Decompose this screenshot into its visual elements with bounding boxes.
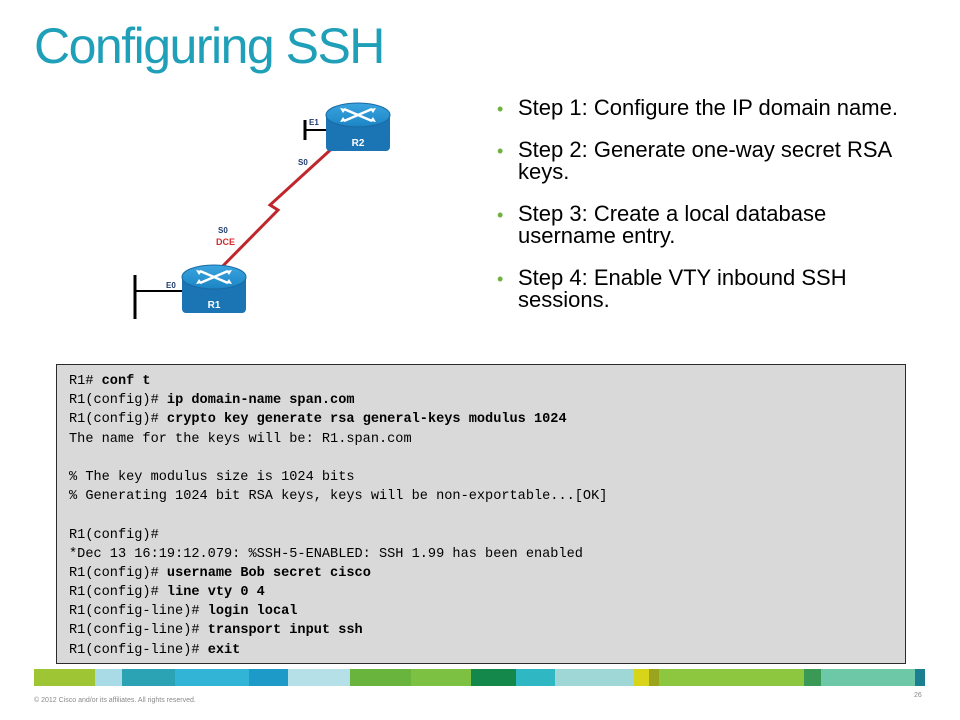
bullet-icon: • — [497, 141, 504, 161]
step-item: •Step 3: Create a local database usernam… — [497, 201, 827, 248]
r1-e0-label: E0 — [166, 281, 176, 290]
r2-s0-label: S0 — [298, 158, 308, 167]
network-diagram: R2 R1 E1 S0 S0 DCE E0 — [120, 95, 410, 335]
cli-line: R1(config)# — [69, 527, 159, 543]
r2-ethernet-link — [303, 120, 330, 140]
cli-line: % The key modulus size is 1024 bits — [69, 469, 355, 485]
r1-s0-label: S0 — [218, 226, 228, 235]
cli-line: R1(config-line)# transport input ssh — [69, 623, 363, 639]
decorative-color-strip — [34, 669, 926, 686]
step-item: •Step 2: Generate one-way secret RSA key… — [497, 137, 891, 184]
serial-link — [210, 141, 340, 279]
cli-line: R1(config-line)# login local — [69, 604, 298, 620]
bullet-icon: • — [497, 205, 504, 225]
bullet-icon: • — [497, 269, 504, 289]
steps-list: •Step 1: Configure the IP domain name. •… — [497, 97, 917, 331]
step-item: •Step 1: Configure the IP domain name. — [497, 95, 898, 120]
bullet-icon: • — [497, 99, 504, 119]
page-number: 26 — [914, 692, 922, 699]
slide-title: Configuring SSH — [34, 18, 385, 74]
router-r2-label: R2 — [352, 138, 365, 149]
cli-line: R1(config)# crypto key generate rsa gene… — [69, 412, 567, 428]
cli-line: R1# conf t — [69, 374, 151, 389]
cli-line: R1(config)# ip domain-name span.com — [69, 393, 355, 409]
cli-line: R1(config-line)# exit — [69, 642, 241, 658]
cli-line: The name for the keys will be: R1.span.c… — [69, 431, 412, 447]
router-r1-icon: R1 — [181, 264, 247, 313]
cli-line: % Generating 1024 bit RSA keys, keys wil… — [69, 489, 608, 505]
cli-line: *Dec 13 16:19:12.079: %SSH-5-ENABLED: SS… — [69, 546, 583, 562]
step-item: •Step 4: Enable VTY inbound SSH sessions… — [497, 265, 847, 312]
cli-line: R1(config)# username Bob secret cisco — [69, 565, 371, 581]
cli-output-box: R1# conf t R1(config)# ip domain-name sp… — [56, 364, 906, 664]
r2-e1-label: E1 — [309, 118, 319, 127]
cli-line — [69, 506, 893, 525]
r1-dce-label: DCE — [216, 237, 235, 247]
cli-line — [69, 449, 893, 468]
copyright-footer: © 2012 Cisco and/or its affiliates. All … — [34, 697, 196, 704]
cli-line: R1(config)# line vty 0 4 — [69, 585, 265, 601]
r1-ethernet-link — [133, 275, 182, 319]
router-r1-label: R1 — [208, 300, 221, 311]
router-r2-icon: R2 — [325, 102, 391, 151]
